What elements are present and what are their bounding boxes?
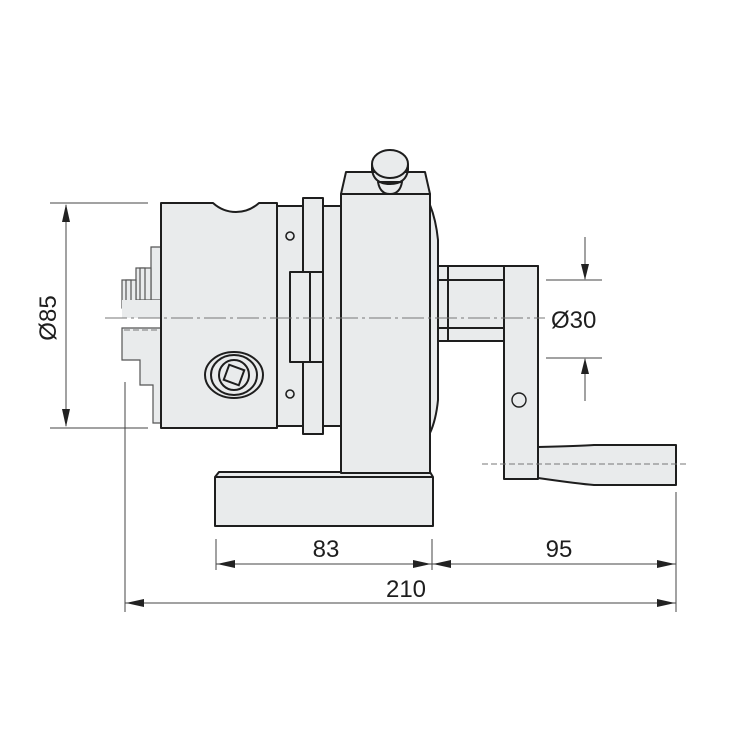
index-knob <box>371 149 409 195</box>
chuck-key-socket <box>204 351 264 399</box>
dimension-shaft-diameter: Ø30 <box>546 237 602 401</box>
dimension-chuck-diameter: Ø85 <box>35 202 148 429</box>
dim-label-shaft-diameter: Ø30 <box>551 307 596 334</box>
dim-label-base-length: 83 <box>313 536 340 563</box>
dim-label-chuck-diameter: Ø85 <box>35 295 62 340</box>
dim-label-crank-length: 95 <box>546 536 573 563</box>
crank-arm <box>503 265 539 480</box>
center-lines <box>105 317 686 465</box>
base <box>214 471 434 527</box>
crank-handle <box>537 444 677 486</box>
head-column <box>340 171 439 474</box>
mounting-flange <box>275 197 342 435</box>
dimension-horizontal: 83 95 210 <box>124 382 677 612</box>
dim-label-overall-length: 210 <box>386 576 426 603</box>
